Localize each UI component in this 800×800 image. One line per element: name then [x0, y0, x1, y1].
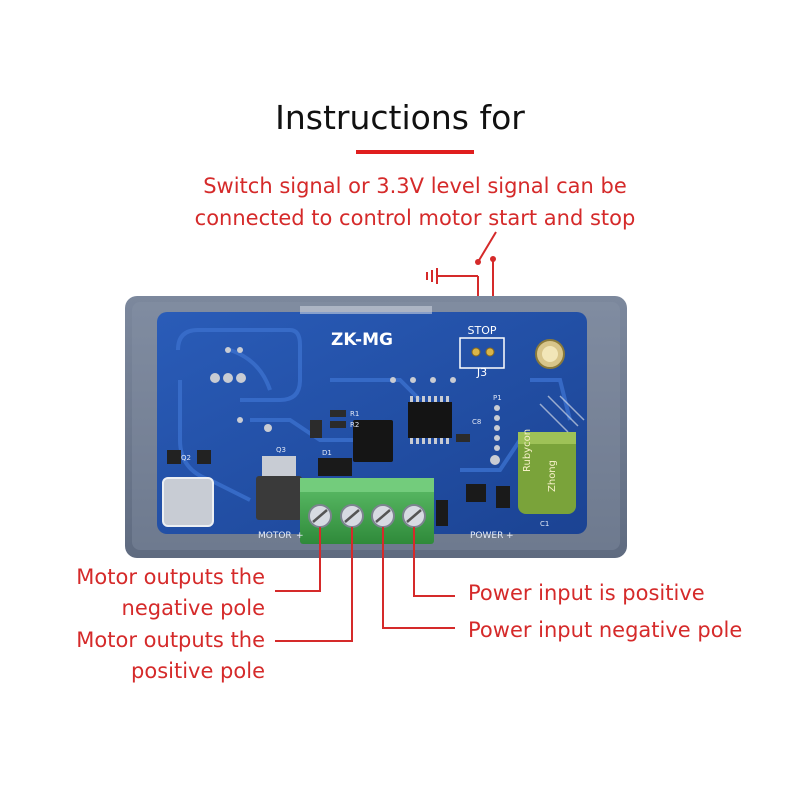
terminal-screw	[402, 504, 426, 528]
power-silk-label: POWER	[470, 531, 503, 541]
label-q2: Q2	[181, 454, 191, 462]
leader-power-positive	[413, 527, 455, 597]
label-power-positive: Power input is positive	[468, 581, 705, 605]
terminal-screw	[308, 504, 332, 528]
label-q3: Q3	[276, 446, 286, 454]
label-d1: D1	[322, 449, 332, 457]
stop-label: STOP	[468, 324, 497, 337]
leader-power-negative	[382, 527, 455, 629]
label-power-negative: Power input negative pole	[468, 618, 743, 642]
pcb-pads	[210, 347, 500, 465]
jumper-label: J3	[476, 366, 487, 379]
switch-note-line-1: Switch signal or 3.3V level signal can b…	[203, 174, 627, 198]
leader-motor-positive	[275, 527, 353, 642]
capacitor-label-2: Zhong	[547, 460, 558, 492]
label-motor-negative-line-2: negative pole	[121, 596, 265, 620]
label-r1: R1	[350, 410, 359, 418]
leader-motor-negative	[275, 527, 321, 592]
regulator-chip	[353, 420, 393, 462]
switch-note-line-2: connected to control motor start and sto…	[194, 206, 636, 230]
capacitor-label-1: Rubycon	[522, 429, 533, 472]
motor-silk-label: MOTOR	[258, 531, 292, 541]
terminal-screw	[340, 504, 364, 528]
svg-text:+: +	[506, 531, 514, 541]
terminal-block	[300, 478, 434, 544]
svg-text:+: +	[296, 531, 304, 541]
title-underline	[356, 150, 474, 154]
page-title: Instructions for	[275, 98, 525, 137]
electrolytic-capacitor: Rubycon Zhong C1	[518, 429, 576, 528]
label-p1: P1	[493, 394, 502, 402]
q3-transistor	[256, 476, 302, 520]
board-model-label: ZK-MG	[331, 330, 393, 350]
leader-lines	[275, 527, 455, 642]
label-motor-negative-line-1: Motor outputs the	[76, 565, 265, 589]
stop-header: STOP J3	[459, 324, 505, 379]
main-ic	[408, 396, 452, 444]
label-c8: C8	[472, 418, 481, 426]
label-r2: R2	[350, 421, 359, 429]
label-motor-positive-line-1: Motor outputs the	[76, 628, 265, 652]
label-motor-positive-line-2: positive pole	[131, 659, 265, 683]
label-c1: C1	[540, 520, 549, 528]
terminal-screw	[371, 504, 395, 528]
